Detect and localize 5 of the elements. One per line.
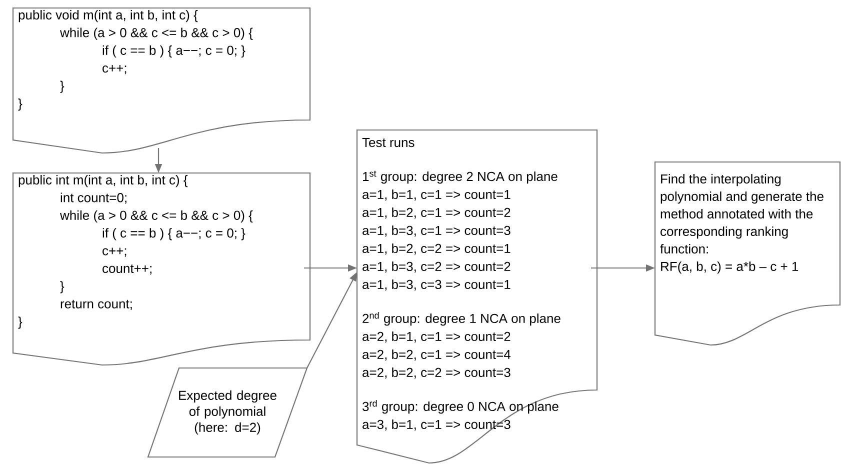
document-box: Find the interpolating polynomial and generate the method annotated with the corresponding ranking function: RF(a, b, c) = a*b – c + 1 (654, 161, 841, 346)
document-box: public int m(int a, int b, int c) { int count=0; while (a > 0 && c <= b && c > 0) { if ( c == b ) { a−−; c = 0; } c++; count++; } return count; } (12, 172, 311, 366)
input-parallelogram: Expected degree of polynomial (here: d=2) (147, 367, 308, 458)
document-box: Test runs 1$^{st}$ group: degree 2 NCA on plane a=1, b=1, c=1 => count=1 a=1, b=2, c=1 => count=2 a=1, b=3, c=1 => count=3 a=1, b=2, c=2 => count=1 a=1, b=3, c=2 => count=2 a=1, b=3, c=3 => count=1 2$^{nd}$ group: degree 1 NCA on plane a=2, b=1, c=1 => count=2 a=2, b=2, c=1 => count=4 a=2, b=2, c=2 => count=3 3$^{rd}$ group: degree 0 NCA on plane a=3, b=1, c=1 => count=3 (356, 129, 598, 464)
document-box: public void m(int a, int b, int c) { while (a > 0 && c <= b && c > 0) { if ( c == b ) { a−−; c = 0; } c++; } } (12, 7, 311, 154)
